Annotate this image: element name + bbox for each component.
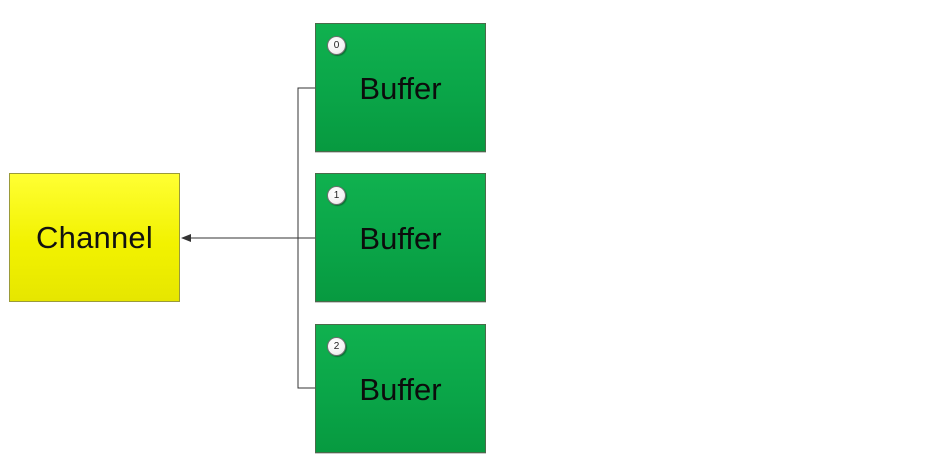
bracket-line [297, 87, 315, 389]
channel-label: Channel [36, 219, 153, 255]
index-badge-text: 0 [333, 39, 340, 51]
index-badge: 2 [327, 337, 346, 356]
channel-node: Channel [9, 173, 180, 302]
index-badge-text: 2 [333, 340, 340, 352]
buffer-label: Buffer [359, 372, 442, 407]
buffer-node-1: 1 Buffer [315, 173, 486, 302]
buffer-node-0: 0 Buffer [315, 23, 486, 152]
buffer-node-2: 2 Buffer [315, 324, 486, 453]
index-badge-text: 1 [333, 189, 340, 201]
index-badge: 0 [327, 36, 346, 55]
index-badge: 1 [327, 186, 346, 205]
buffer-label: Buffer [359, 221, 442, 256]
buffer-label: Buffer [359, 71, 442, 106]
